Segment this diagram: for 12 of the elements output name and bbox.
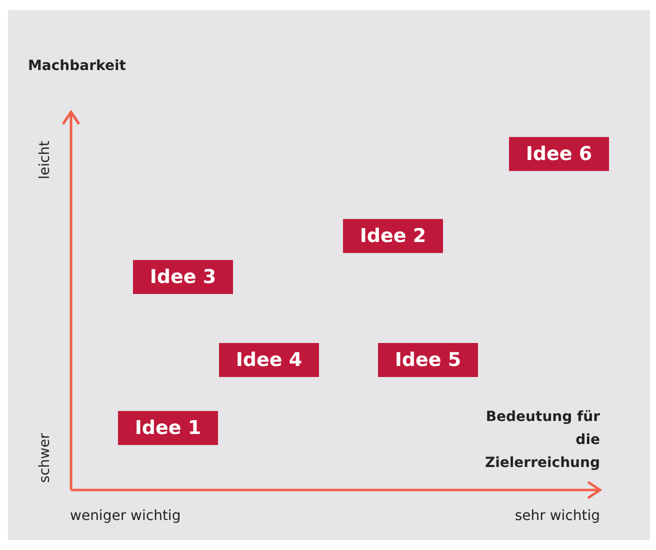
idea-box: Idee 6	[509, 137, 609, 171]
idea-box: Idee 2	[343, 219, 443, 253]
axis-title: Machbarkeit	[28, 58, 126, 74]
idea-box: Idee 1	[118, 411, 218, 445]
axis-label: sehr wichtig	[514, 508, 600, 524]
axis-title: Bedeutung für die Zielerreichung	[484, 408, 600, 473]
axis-label: schwer	[36, 433, 53, 483]
idea-box: Idee 5	[378, 343, 478, 377]
axis-label: leicht	[37, 140, 54, 180]
idea-box: Idee 3	[133, 260, 233, 294]
idea-box: Idee 4	[219, 343, 319, 377]
axis-label: weniger wichtig	[70, 508, 181, 524]
